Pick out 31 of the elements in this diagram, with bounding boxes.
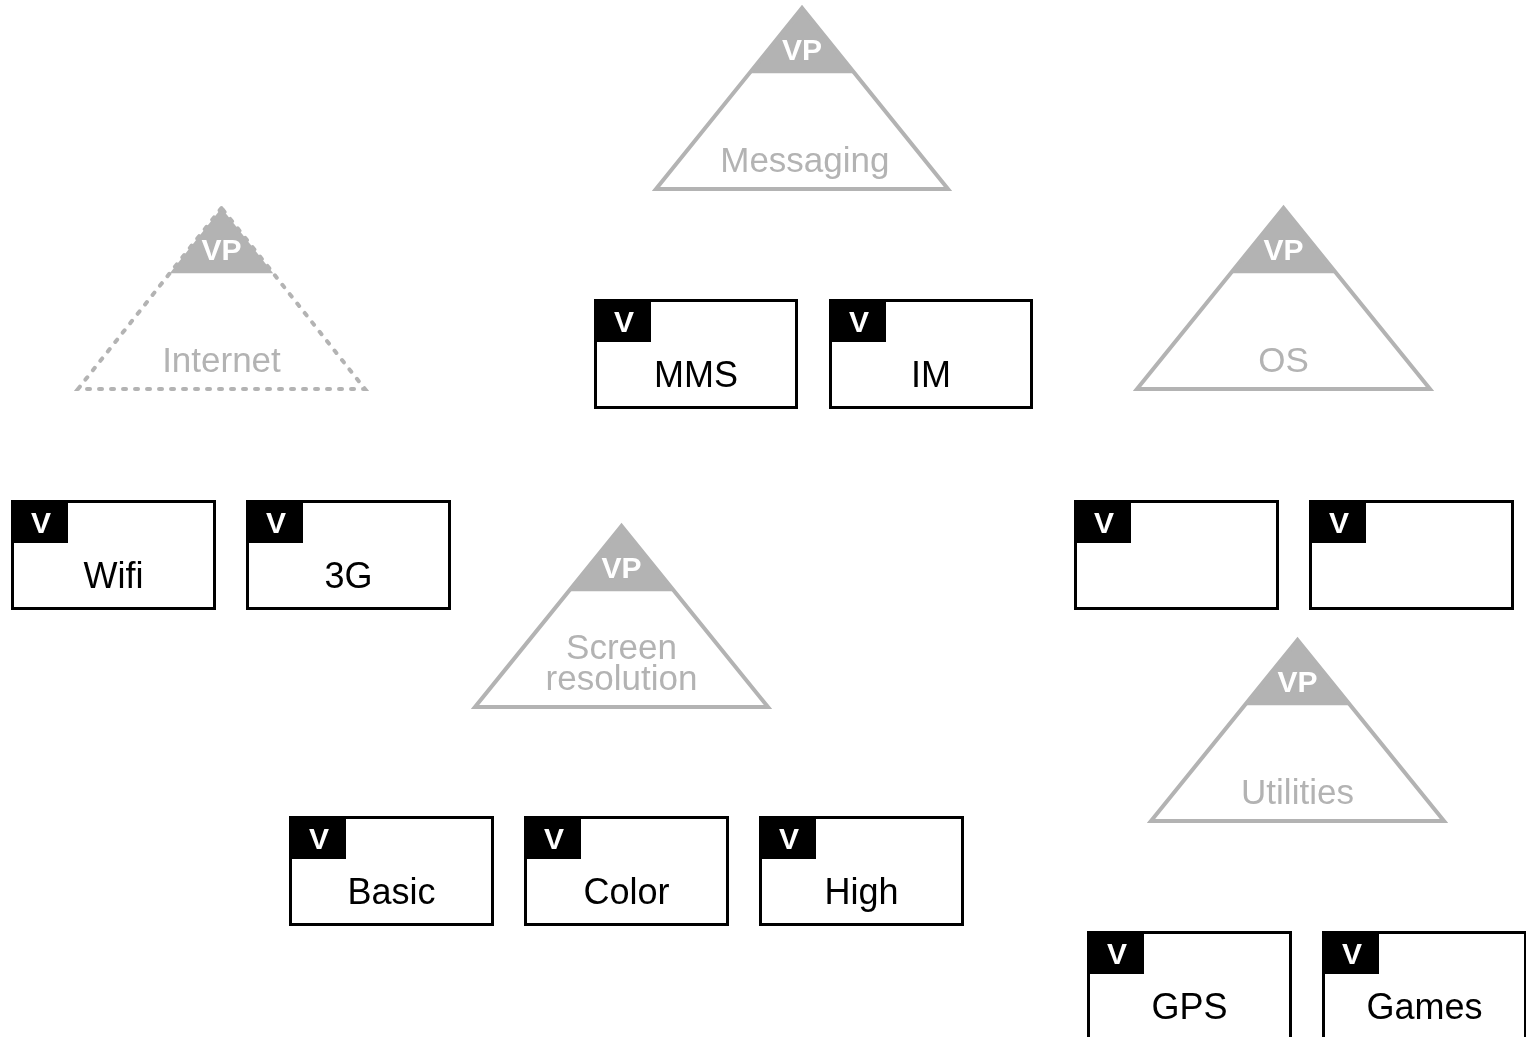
variant-box: [1087, 931, 1292, 1037]
variant-box: [1309, 500, 1514, 610]
node-label: Wifi: [82, 556, 145, 596]
variant-tag: V: [1090, 934, 1144, 974]
variant-box: [289, 816, 494, 926]
node-label: 3G: [323, 556, 374, 596]
node-label: Games: [1365, 987, 1484, 1027]
variant-tag: V: [597, 302, 651, 342]
node-label: MMS: [653, 355, 739, 395]
variant-tag: V: [249, 503, 303, 543]
variant-tag: V: [1077, 503, 1131, 543]
variant-box: [759, 816, 964, 926]
node-label: Basic: [346, 872, 437, 912]
variant-tag: V: [14, 503, 68, 543]
variant-box: [11, 500, 216, 610]
variant-tag: V: [762, 819, 816, 859]
node-label: High: [823, 872, 900, 912]
variant-tag: V: [527, 819, 581, 859]
variant-tag: V: [1312, 503, 1366, 543]
node-label: GPS: [1150, 987, 1229, 1027]
variant-tag: V: [292, 819, 346, 859]
variant-box: [829, 299, 1033, 409]
variant-box: [1074, 500, 1279, 610]
node-label: IM: [910, 355, 952, 395]
variant-box: [246, 500, 451, 610]
variant-box: [524, 816, 729, 926]
node-label: Color: [582, 872, 671, 912]
variant-tag: V: [832, 302, 886, 342]
variant-box: [1322, 931, 1526, 1037]
variant-tag: V: [1325, 934, 1379, 974]
variant-box: [594, 299, 798, 409]
